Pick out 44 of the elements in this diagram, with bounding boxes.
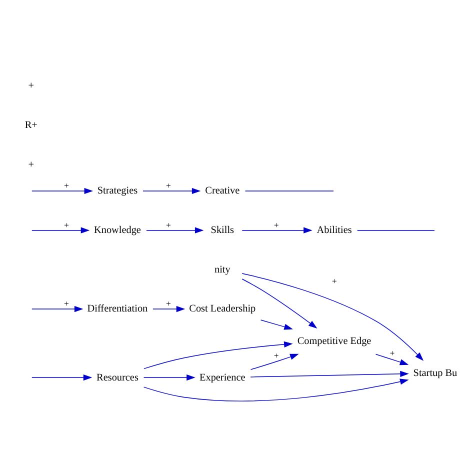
arrow — [32, 306, 84, 312]
arrow — [146, 227, 204, 234]
node-text: Competitive Edge — [297, 336, 372, 347]
node-text: Skills — [210, 225, 234, 236]
edge-label: + — [166, 220, 171, 230]
arrow — [242, 227, 312, 234]
connector — [356, 230, 435, 231]
label: + — [28, 159, 34, 170]
connector — [244, 190, 334, 192]
node-text: nity — [214, 264, 230, 276]
node-text: Experience — [200, 372, 246, 384]
edge-label: + — [64, 220, 69, 230]
edge-label: + — [332, 276, 337, 286]
node-text: Differentiation — [87, 304, 148, 315]
arrow — [32, 188, 94, 194]
arrow — [143, 374, 196, 381]
arrow — [242, 273, 424, 361]
arrow — [144, 341, 293, 370]
arrow — [152, 306, 186, 312]
arrow — [250, 370, 409, 378]
edge-label: + — [166, 298, 171, 309]
arrow — [143, 378, 409, 402]
label: + — [28, 80, 34, 92]
arrow — [250, 354, 299, 370]
edge-label: + — [274, 220, 279, 230]
node-text: Abilities — [316, 225, 352, 236]
arrow — [32, 227, 90, 234]
arrow — [32, 374, 92, 381]
arrow — [142, 188, 201, 194]
node-text: Creative — [205, 186, 240, 197]
node-text: Strategies — [97, 186, 138, 197]
arrow — [260, 320, 293, 330]
node-text: Cost Leadership — [189, 304, 256, 315]
edge-label: + — [166, 180, 171, 190]
node-text: Resources — [96, 372, 138, 384]
edge-label: + — [64, 180, 69, 190]
arrow — [242, 278, 318, 329]
label: R+ — [24, 120, 38, 132]
node-text: Knowledge — [94, 225, 141, 236]
edge-label: + — [64, 298, 69, 309]
node-text: Startup Bu — [413, 368, 458, 379]
arrow — [375, 354, 409, 366]
edge-label: + — [390, 348, 395, 358]
edge-label: + — [274, 350, 279, 360]
